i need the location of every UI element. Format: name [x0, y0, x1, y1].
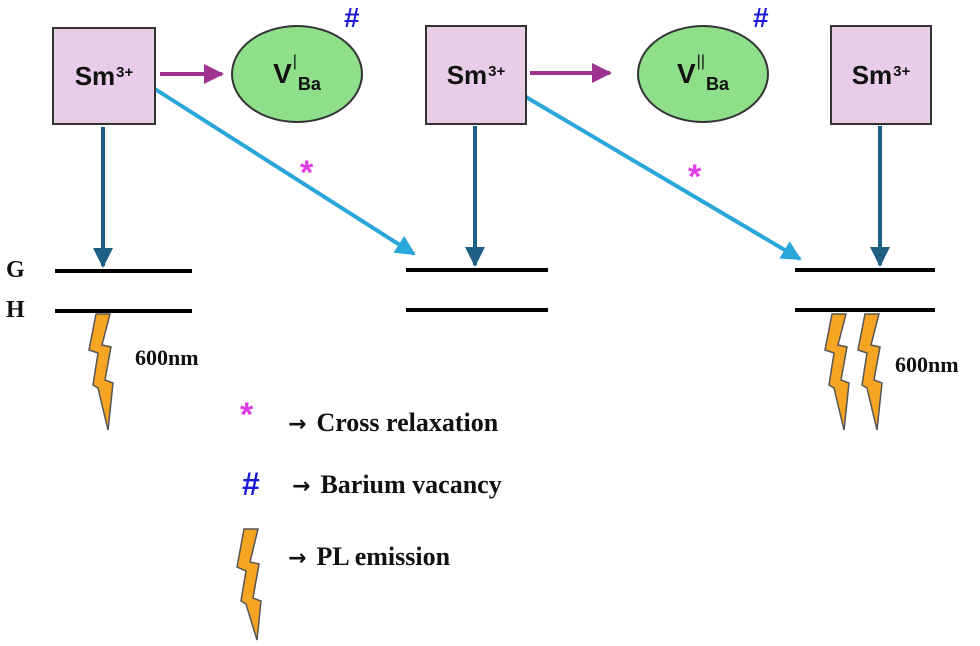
sm3-charge-3: 3+: [893, 62, 911, 80]
star-mark-1: *: [300, 154, 314, 192]
bolt-right-2: [857, 313, 883, 431]
cross-arrow-2: [524, 95, 802, 261]
legend-pl-text: PL emission: [316, 542, 451, 571]
legend-cross-relaxation: → Cross relaxation: [288, 408, 498, 438]
sm3-charge-2: 3+: [488, 62, 506, 80]
legend-barium-vacancy: → Barium vacancy: [292, 470, 502, 500]
bolt-legend: [236, 528, 262, 641]
vba-circle-1: V|Ba: [231, 25, 363, 123]
wavelength-label-right: 600nm: [895, 352, 959, 377]
vba-circle-2: V||Ba: [637, 25, 769, 123]
level-h-label: H: [6, 297, 25, 323]
legend-hash-symbol: #: [242, 466, 260, 502]
vba-sub-2: Ba: [705, 73, 729, 94]
wavelength-label-left: 600nm: [135, 345, 199, 370]
vba-sup-1: |: [292, 53, 297, 70]
hash-mark-2: #: [753, 2, 769, 33]
vba-sub-1: Ba: [297, 73, 321, 94]
sm3-label-3: Sm: [851, 59, 893, 90]
bolt-right-1: [824, 313, 850, 431]
sm3-charge-1: 3+: [116, 63, 134, 81]
sm3-label-2: Sm: [446, 59, 488, 90]
vba-main-1: V: [273, 58, 292, 89]
legend-arrow-1: →: [288, 412, 307, 437]
vba-sup-2: ||: [696, 53, 705, 70]
star-mark-2: *: [688, 158, 702, 196]
legend-arrow-3: →: [288, 546, 307, 571]
cross-arrow-1: [153, 87, 416, 256]
vba-main-2: V: [676, 58, 696, 89]
bolt-left: [88, 313, 114, 431]
hash-mark-1: #: [344, 2, 360, 33]
level-g-label: G: [6, 257, 25, 283]
legend-cross-text: Cross relaxation: [316, 408, 499, 437]
legend-star-symbol: *: [240, 396, 254, 434]
legend-pl-emission: → PL emission: [288, 542, 450, 572]
legend-arrow-2: →: [292, 474, 311, 499]
legend-barium-text: Barium vacancy: [320, 470, 502, 499]
sm3-label-1: Sm: [74, 60, 116, 91]
